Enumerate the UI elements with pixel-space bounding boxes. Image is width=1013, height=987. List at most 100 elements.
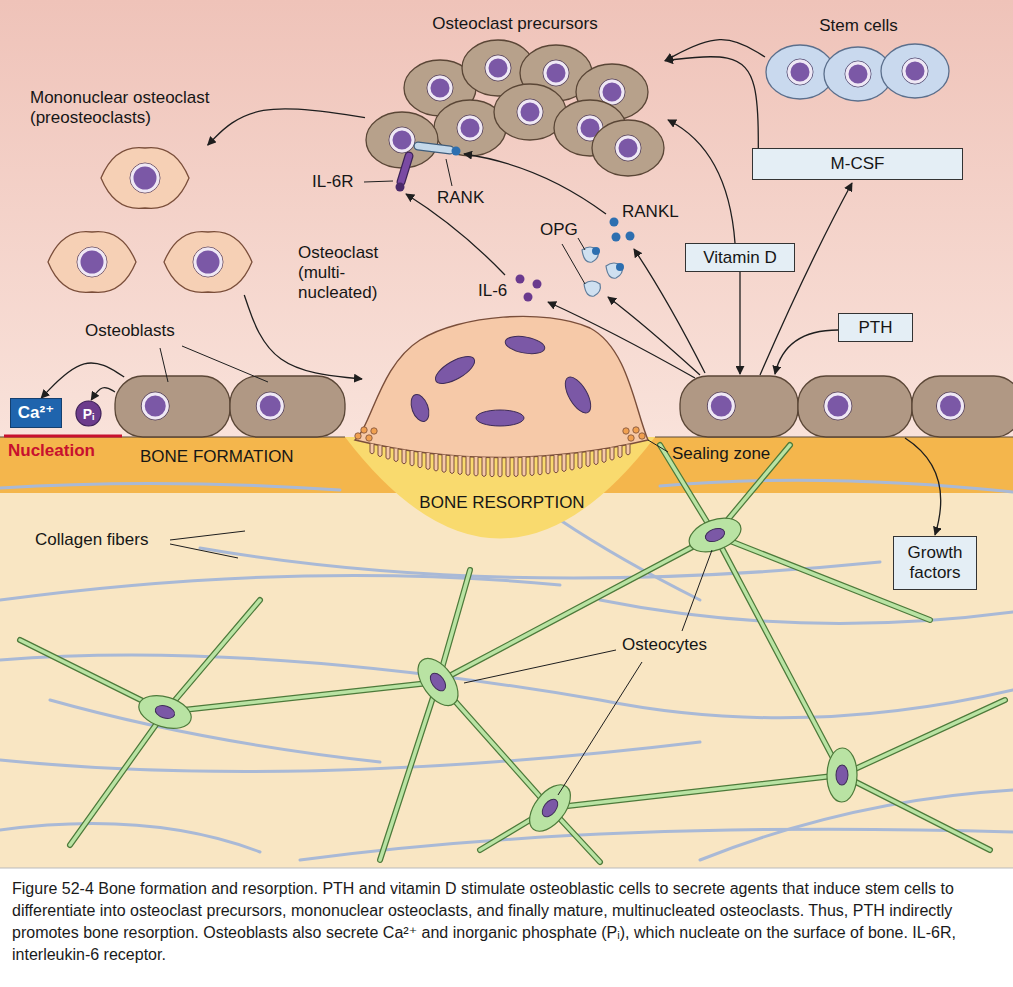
osteocyte-cell: [438, 570, 470, 682]
cell-drawing: [130, 163, 160, 193]
osteocyte-cell: [842, 775, 990, 850]
cell-cluster: Osteoblasts: [115, 377, 345, 437]
cell-drawing: [845, 61, 871, 87]
receptor-symbol: [582, 247, 598, 262]
process-arrow: [244, 295, 362, 379]
receptor-symbol: [616, 263, 624, 271]
signal-arrow: [905, 438, 941, 535]
osteocyte-cell: [522, 777, 579, 838]
cell-drawing: [939, 394, 963, 418]
osteocyte-cell: [154, 703, 177, 720]
cell-drawing: [517, 99, 543, 125]
cell-drawing: [554, 100, 626, 156]
cell-drawing: [394, 448, 398, 461]
factor-box: M-CSF: [752, 148, 963, 180]
cell-drawing: [391, 129, 413, 151]
cell-drawing: [577, 115, 603, 141]
cell-drawing: [937, 392, 965, 420]
cell-drawing: [77, 247, 107, 277]
cell-drawing: [912, 376, 1013, 437]
node-label: Osteoclast precursors: [365, 14, 665, 34]
cell-drawing: [519, 101, 541, 123]
annotation-label: IL-6: [478, 281, 507, 301]
cell-drawing: [707, 392, 735, 420]
leader-line: [682, 550, 712, 631]
annotation-label: BONE FORMATION: [140, 447, 294, 467]
node-label: Growth factors: [898, 543, 972, 583]
leader-line: [446, 159, 452, 186]
annotation-label: Collagen fibers: [35, 530, 148, 550]
cell-drawing: [389, 127, 415, 153]
osteocyte-cell: [827, 748, 858, 803]
osteocyte-cell: [438, 535, 715, 682]
cell-drawing: [538, 456, 542, 475]
annotation-label: OPG: [540, 220, 578, 240]
bone-surface: [0, 436, 345, 437]
nucleation-line: [4, 435, 122, 438]
cell-drawing: [562, 454, 566, 471]
osteocyte-cell: [20, 640, 165, 712]
process-arrow: [41, 363, 124, 398]
cell-drawing: [798, 376, 912, 437]
cell-drawing: [361, 427, 367, 433]
signal-arrow: [608, 297, 700, 375]
soft-tissue-ground: [0, 0, 1013, 437]
osteocyte-cell: [715, 535, 842, 775]
cell-drawing: [101, 148, 189, 209]
collagen-fiber: [0, 480, 1013, 860]
osteocyte-cell: [165, 600, 260, 712]
osteocyte-cell: [550, 775, 842, 808]
cell-drawing: [601, 81, 623, 103]
process-arrow: [91, 388, 115, 400]
cell-drawing: [434, 100, 506, 156]
cell-cluster: Stem cells: [765, 42, 952, 102]
cell-drawing: [482, 457, 486, 476]
osteocyte-cell: [550, 808, 600, 862]
node-label: M-CSF: [831, 154, 885, 174]
osteocyte-cell: [380, 682, 438, 860]
caption-ground: [0, 868, 1013, 987]
collagen-fiber: [600, 600, 1013, 624]
node-label: PTH: [859, 318, 893, 338]
cell-drawing: [79, 249, 105, 275]
cell-drawing: [462, 40, 534, 96]
cell-drawing: [639, 433, 645, 439]
resorption-pit: [345, 437, 655, 539]
osteocyte-cell: [842, 700, 1005, 775]
cell-drawing: [586, 451, 590, 466]
cell-drawing: [193, 247, 223, 277]
cell-drawing: [164, 232, 252, 293]
osteocyte-cell: [480, 808, 550, 850]
ion-circle: Pᵢ: [75, 400, 102, 427]
cell-drawing: [847, 63, 869, 85]
cell-drawing: [370, 444, 374, 454]
node-label: Stem cells: [765, 16, 952, 36]
cell-drawing: [366, 435, 372, 441]
factor-box: Vitamin D: [685, 243, 795, 272]
signal-arrow: [464, 154, 606, 214]
cell-drawing: [485, 55, 511, 81]
osteocyte-cell: [539, 796, 561, 819]
cell-drawing: [522, 457, 526, 476]
cell-drawing: [592, 120, 664, 176]
node-label: Mononuclear osteoclast (preosteoclasts): [30, 88, 260, 128]
cell-drawing: [545, 62, 567, 84]
cell-cluster: Osteoclast precursors: [365, 38, 665, 180]
cell-drawing: [633, 427, 639, 433]
cell-drawing: [195, 249, 221, 275]
osteocyte-cell: [480, 808, 550, 850]
osteocyte-cell: [20, 445, 1005, 862]
cell-drawing: [434, 454, 438, 471]
annotation-label: Nucleation: [8, 441, 95, 461]
cell-drawing: [378, 445, 382, 456]
osteocyte-cell: [410, 651, 466, 712]
cell-drawing: [366, 112, 438, 168]
node-label: Vitamin D: [703, 248, 776, 268]
figure-caption: Figure 52-4 Bone formation and resorptio…: [12, 878, 1001, 966]
collagen-fiber: [660, 480, 1013, 492]
cell-drawing: [826, 394, 850, 418]
osteocyte-cell: [438, 682, 550, 808]
cell-drawing: [709, 394, 733, 418]
collagen-fiber: [0, 824, 260, 852]
cell-drawing: [579, 117, 601, 139]
